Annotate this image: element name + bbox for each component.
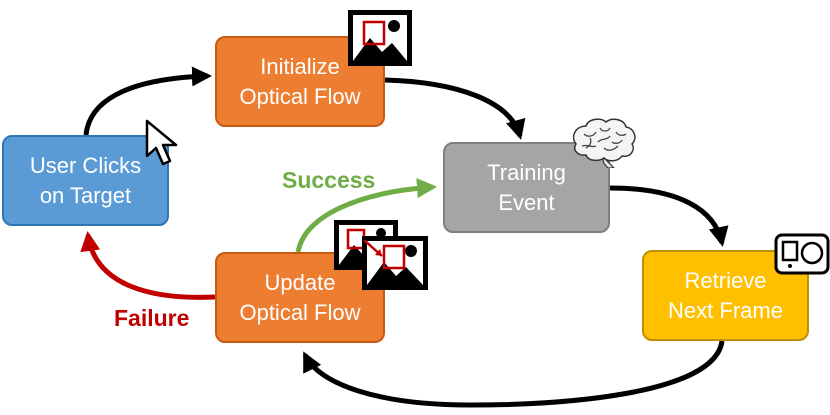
node-initialize-optical-flow: Initialize Optical Flow [215,36,385,127]
node-retrieve-line2: Next Frame [668,297,783,323]
arrow-training-to-retrieve [609,185,729,247]
node-user-clicks-on-target: User Clicks on Target [2,135,169,226]
node-initialize-line1: Initialize [260,53,340,79]
arrow-success [295,178,437,253]
success-label: Success [282,167,376,193]
image-to-image-tracking-icon [334,220,428,290]
node-training-event: Training Event [443,142,610,233]
camera-icon [774,233,830,275]
node-user-line2: on Target [39,182,132,208]
node-initialize-line2: Optical Flow [239,83,361,109]
image-with-crop-box-icon [348,10,412,66]
node-user-line1: User Clicks [29,152,142,178]
node-update-line2: Optical Flow [239,299,361,325]
arrow-initialize-to-training [384,77,526,140]
node-training-line2: Event [498,189,555,215]
mouse-cursor-icon [145,119,178,166]
brain-icon [572,118,636,168]
arrow-failure [80,231,216,300]
arrow-retrieve-to-update [302,340,725,408]
arrow-user-to-initialize [83,66,212,136]
node-training-line1: Training [487,159,566,185]
node-update-line1: Update [264,269,336,295]
failure-label: Failure [114,305,190,331]
node-retrieve-line1: Retrieve [684,267,767,293]
